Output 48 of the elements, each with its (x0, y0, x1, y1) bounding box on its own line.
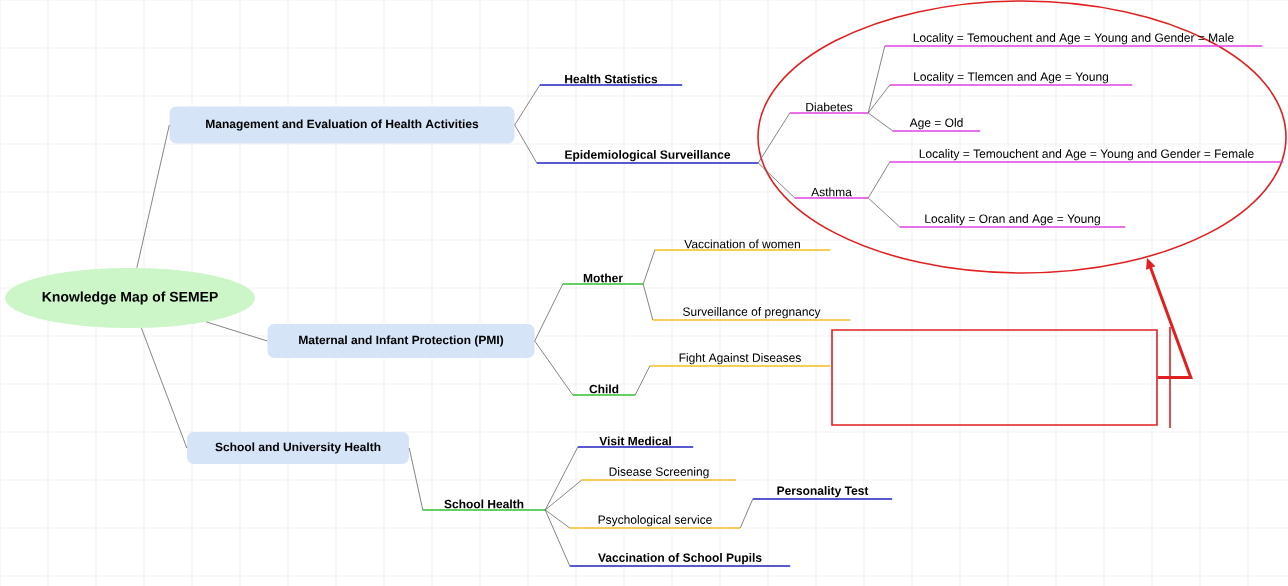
branch-line (544, 509, 571, 567)
branch-line (867, 84, 891, 114)
branch-line (867, 197, 901, 228)
branch-line (642, 283, 654, 321)
underlined-topic: Locality = Temouchent and Age = Young and Gender = Female (889, 149, 1284, 163)
branch-line (642, 249, 656, 285)
branch-line (634, 365, 651, 396)
underlined-topic: Psychological service (569, 515, 741, 529)
underlined-topic: Vaccination of School Pupils (569, 553, 791, 567)
underlined-topic: Vaccination of women (654, 239, 831, 251)
topic-box: Management and Evaluation of Health Activities (169, 106, 515, 144)
topic-box: School and University Health (187, 432, 409, 464)
underlined-topic: Epidemiological Surveillance (536, 150, 759, 164)
branch-line (739, 498, 754, 529)
branch-line (514, 84, 541, 126)
branch-line (408, 447, 424, 511)
underlined-topic: Locality = Tlemcen and Age = Young (889, 72, 1133, 86)
underlined-topic: Age = Old (892, 118, 981, 132)
branch-line (136, 124, 170, 269)
underlined-topic: Locality = Temouchent and Age = Young and Gender = Male (884, 33, 1263, 47)
branch-line (534, 283, 564, 342)
underlined-topic: School Health (422, 499, 546, 511)
underlined-topic: Mother (562, 273, 644, 285)
branch-line (867, 45, 886, 114)
underlined-topic: Personality Test (752, 486, 893, 500)
underlined-topic: Diabetes (789, 102, 869, 114)
branch-line (514, 124, 538, 164)
topic-box: Maternal and Infant Protection (PMI) (267, 324, 535, 358)
highlight-ellipse (757, 0, 1287, 274)
underlined-topic: Visit Medical (577, 436, 694, 448)
underlined-topic: Child (572, 384, 636, 396)
underlined-topic: Fight Against Diseases (649, 353, 831, 367)
branch-line (757, 112, 791, 164)
underlined-topic: Health Statistics (539, 74, 683, 86)
branch-line (544, 509, 571, 529)
branch-line (544, 479, 583, 511)
branch-line (534, 340, 574, 396)
underlined-topic: Asthma (794, 187, 869, 199)
branch-line (205, 321, 268, 342)
underlined-topic: Locality = Oran and Age = Young (899, 214, 1126, 228)
underlined-topic: Disease Screening (581, 467, 737, 481)
branch-line (544, 446, 579, 511)
branch-line (757, 162, 796, 199)
empty-box (831, 329, 1158, 426)
branch-line (867, 161, 891, 199)
underlined-topic: Surveillance of pregnancy (652, 307, 851, 321)
branch-line (141, 327, 188, 449)
branch-line (867, 112, 894, 132)
